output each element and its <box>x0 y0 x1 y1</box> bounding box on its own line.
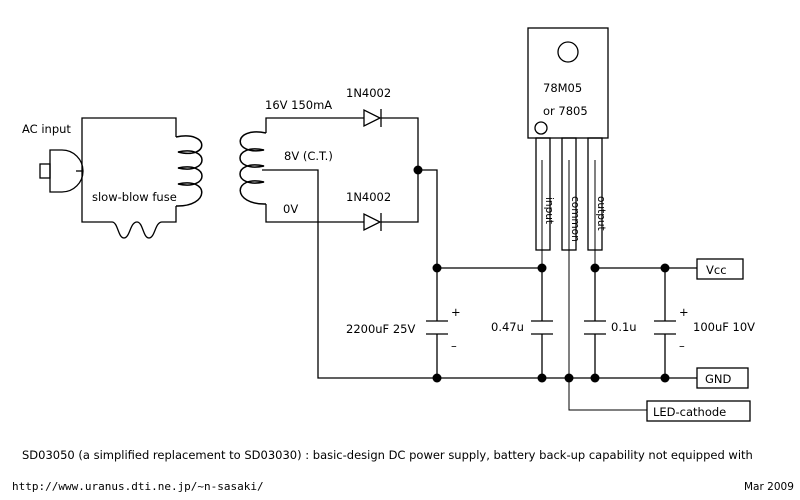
caption-text: SD03050 (a simplified replacement to SD0… <box>22 448 753 462</box>
cap-100-label: 100uF 10V <box>693 320 755 334</box>
gnd-terminal: GND <box>696 367 749 389</box>
footer-url: http://www.uranus.dti.ne.jp/~n-sasaki/ <box>12 480 264 493</box>
cap-047-label: 0.47u <box>491 320 524 334</box>
secondary-8v-label: 8V (C.T.) <box>284 149 333 163</box>
ac-plug-icon <box>39 149 84 193</box>
secondary-wiring <box>262 117 697 379</box>
capacitor-100uf-icon <box>654 268 676 378</box>
vcc-terminal: Vcc <box>696 258 744 280</box>
transformer-icon <box>175 131 267 207</box>
capacitor-2200uf-icon <box>426 268 448 378</box>
pin-input-label: input <box>543 197 555 224</box>
ac-input-label: AC input <box>22 122 71 136</box>
diode-bottom-icon <box>363 170 419 232</box>
gnd-label: GND <box>705 372 732 386</box>
pin-output-label: output <box>595 196 607 231</box>
fuse-label: slow-blow fuse <box>92 190 177 204</box>
vcc-label: Vcc <box>706 263 727 277</box>
diode-top-icon <box>363 108 419 170</box>
diode-bottom-label: 1N4002 <box>346 190 391 204</box>
cap-01-label: 0.1u <box>611 320 637 334</box>
rectifier-output-wire <box>418 169 542 269</box>
capacitor-047u-icon <box>531 268 553 378</box>
cap-100-plus: + <box>679 305 689 319</box>
led-cathode-label: LED-cathode <box>653 405 726 419</box>
cap-2200-minus: – <box>451 339 457 353</box>
footer-date: Mar 2009 <box>744 481 794 493</box>
diode-top-label: 1N4002 <box>346 86 391 100</box>
fuse-icon <box>111 221 163 239</box>
cap-2200-label: 2200uF 25V <box>346 322 415 336</box>
cap-100-minus: – <box>679 339 685 353</box>
capacitor-01u-icon <box>584 268 606 378</box>
primary-wiring <box>81 117 177 223</box>
secondary-16v-label: 16V 150mA <box>265 98 332 112</box>
regulator-leads <box>541 160 647 411</box>
led-cathode-terminal: LED-cathode <box>646 400 751 422</box>
secondary-0v-label: 0V <box>283 202 298 216</box>
cap-2200-plus: + <box>451 305 461 319</box>
junction-dots <box>413 165 670 383</box>
regulator-alt-label: or 7805 <box>543 104 588 118</box>
pin-common-label: common <box>569 196 581 242</box>
regulator-model-label: 78M05 <box>543 81 582 95</box>
